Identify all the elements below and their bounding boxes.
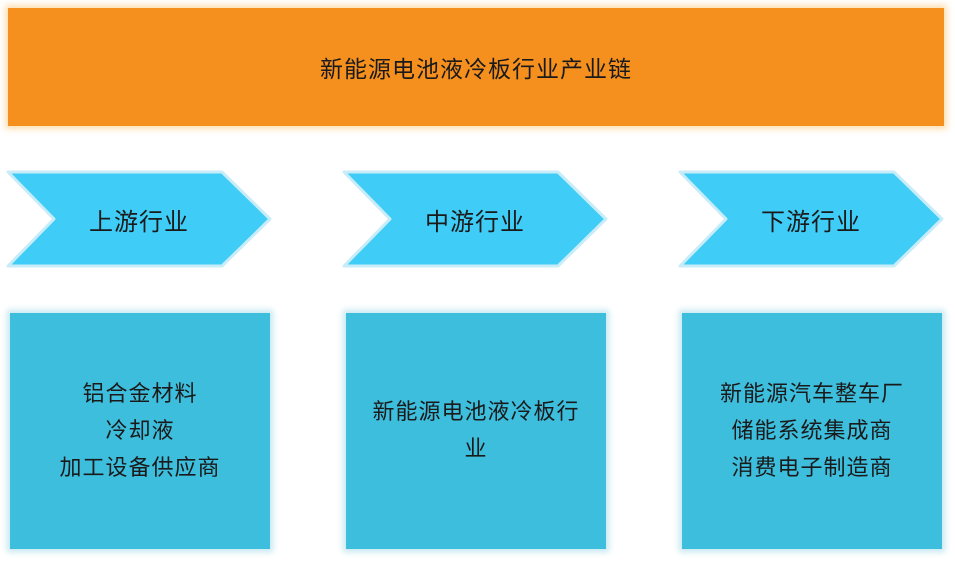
stage-midstream-chevron: 中游行业 <box>342 170 608 268</box>
upstream-item: 铝合金材料 <box>82 381 198 407</box>
stage-downstream-label: 下游行业 <box>761 207 861 236</box>
downstream-item: 储能系统集成商 <box>731 418 893 444</box>
stage-downstream-box: 新能源汽车整车厂 储能系统集成商 消费电子制造商 <box>682 313 942 549</box>
downstream-item: 消费电子制造商 <box>731 455 893 481</box>
chevron-arrow-shape <box>678 170 944 268</box>
chevron-arrow-shape <box>6 170 272 268</box>
midstream-item: 新能源电池液冷板行 <box>372 400 580 425</box>
chevron-arrow-shape <box>342 170 608 268</box>
downstream-item: 新能源汽车整车厂 <box>719 381 904 407</box>
midstream-item: 业 <box>464 437 488 462</box>
stage-downstream-chevron: 下游行业 <box>678 170 944 268</box>
stage-midstream-label: 中游行业 <box>425 207 525 236</box>
chain-title-banner: 新能源电池液冷板行业产业链 <box>8 8 944 126</box>
upstream-item: 冷却液 <box>105 418 175 444</box>
chain-title: 新能源电池液冷板行业产业链 <box>320 57 632 83</box>
stage-upstream-box: 铝合金材料 冷却液 加工设备供应商 <box>10 313 270 549</box>
stage-midstream-box: 新能源电池液冷板行 业 <box>346 313 606 549</box>
stage-upstream-label: 上游行业 <box>89 207 189 236</box>
upstream-item: 加工设备供应商 <box>59 455 221 481</box>
stage-upstream-chevron: 上游行业 <box>6 170 272 268</box>
